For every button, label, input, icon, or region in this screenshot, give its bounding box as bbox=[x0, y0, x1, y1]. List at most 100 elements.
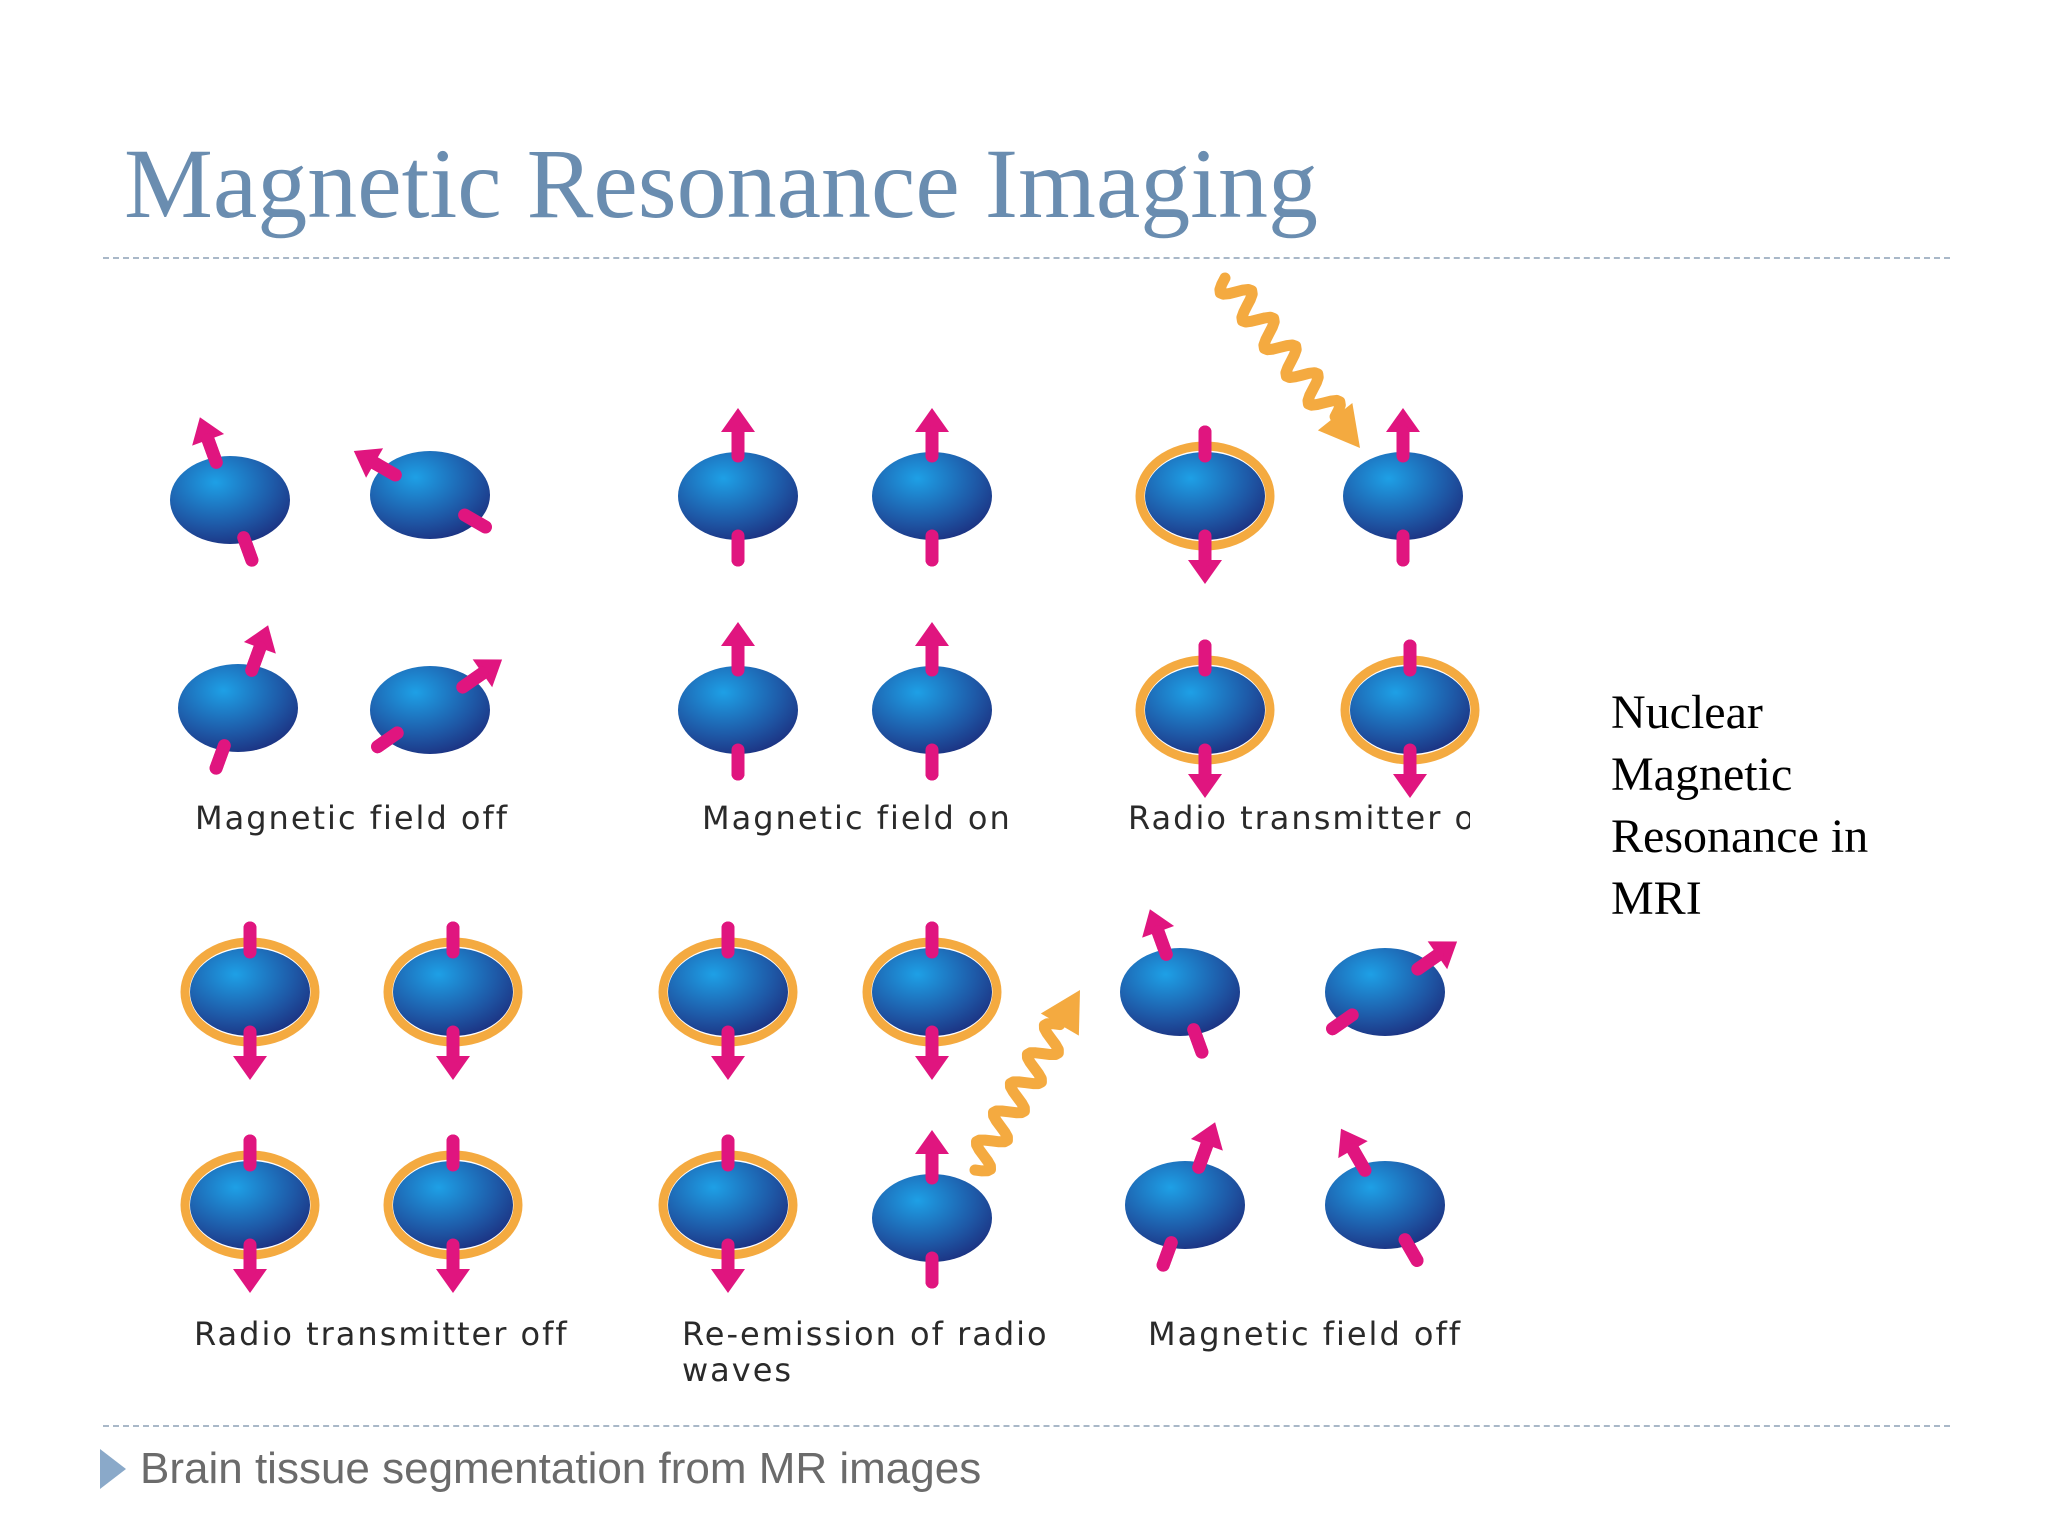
nmr-diagram: Magnetic field off Magnetic field on Rad… bbox=[170, 270, 1510, 1420]
spin-arrowhead-icon bbox=[1188, 774, 1222, 798]
spin-arrowhead-icon bbox=[1142, 909, 1175, 938]
spin-arrowhead-icon bbox=[915, 1130, 949, 1154]
proton-spin bbox=[872, 408, 992, 567]
slide-title: Magnetic Resonance Imaging bbox=[124, 128, 1319, 239]
proton-spin bbox=[872, 1130, 992, 1289]
spin-arrowhead-icon bbox=[436, 1269, 470, 1293]
proton-spin bbox=[1325, 1128, 1445, 1267]
proton-sphere bbox=[190, 948, 310, 1036]
spin-axis-bottom bbox=[1326, 1008, 1359, 1036]
spin-axis-top bbox=[1346, 1143, 1372, 1177]
spin-arrowhead-icon bbox=[721, 622, 755, 646]
panel-label-radio-transmitter-off: Radio transmitter off bbox=[194, 1315, 569, 1353]
panel-label-magnetic-field-on: Magnetic field on bbox=[702, 799, 1012, 837]
proton-spin bbox=[862, 921, 1002, 1080]
proton-spin bbox=[1125, 1122, 1245, 1272]
proton-sphere bbox=[1120, 948, 1240, 1036]
spin-axis-bottom bbox=[1398, 1233, 1424, 1267]
spin-axis-bottom bbox=[1151, 925, 1173, 961]
proton-sphere bbox=[1350, 666, 1470, 754]
proton-spin bbox=[678, 622, 798, 781]
triangle-bullet-icon bbox=[100, 1449, 126, 1489]
spin-arrowhead-icon bbox=[721, 408, 755, 432]
proton-sphere bbox=[872, 666, 992, 754]
proton-spin bbox=[170, 417, 290, 567]
spin-arrowhead-icon bbox=[915, 622, 949, 646]
spin-axis-top bbox=[368, 456, 402, 482]
proton-sphere bbox=[1145, 452, 1265, 540]
proton-spin bbox=[180, 921, 320, 1080]
proton-sphere bbox=[872, 1174, 992, 1262]
proton-spin bbox=[1135, 639, 1275, 798]
spin-arrowhead-icon bbox=[243, 625, 276, 654]
proton-spin bbox=[1325, 941, 1458, 1036]
spin-axis-top bbox=[456, 666, 489, 694]
spin-illustration bbox=[170, 272, 1480, 1293]
spin-axis-bottom bbox=[1192, 1138, 1214, 1174]
proton-sphere bbox=[1325, 1161, 1445, 1249]
incoming-radio-wave bbox=[1214, 272, 1360, 448]
radio-wave bbox=[1214, 272, 1346, 423]
proton-sphere bbox=[190, 1161, 310, 1249]
spin-axis-bottom bbox=[245, 641, 267, 677]
proton-spin bbox=[1340, 639, 1480, 798]
spin-axis-bottom bbox=[371, 726, 404, 754]
proton-sphere bbox=[872, 948, 992, 1036]
spin-arrowhead-icon bbox=[1188, 560, 1222, 584]
bullet-item: Brain tissue segmentation from MR images bbox=[100, 1444, 981, 1494]
spin-axis-top bbox=[1411, 948, 1444, 976]
panel-label-magnetic-field-off: Magnetic field off bbox=[195, 799, 510, 837]
proton-spin bbox=[1343, 408, 1463, 567]
spin-arrowhead-icon bbox=[711, 1269, 745, 1293]
proton-spin bbox=[383, 1134, 523, 1293]
spin-arrowhead-icon bbox=[1190, 1122, 1223, 1151]
proton-sphere bbox=[668, 1161, 788, 1249]
spin-axis-top bbox=[1187, 1023, 1209, 1059]
footer-divider bbox=[103, 1425, 1950, 1427]
proton-sphere bbox=[1343, 452, 1463, 540]
proton-spin bbox=[178, 625, 298, 775]
spin-axis-bottom bbox=[458, 508, 492, 534]
proton-spin bbox=[383, 921, 523, 1080]
spin-axis-top bbox=[209, 739, 231, 775]
spin-arrowhead-icon bbox=[192, 417, 225, 446]
radio-wave bbox=[969, 1018, 1066, 1177]
spin-arrowhead-icon bbox=[711, 1056, 745, 1080]
wave-arrowhead-icon bbox=[1040, 990, 1080, 1036]
spin-axis-top bbox=[237, 531, 259, 567]
proton-sphere bbox=[1145, 666, 1265, 754]
spin-axis-bottom bbox=[201, 433, 223, 469]
proton-spin bbox=[370, 659, 503, 754]
proton-sphere bbox=[1125, 1161, 1245, 1249]
title-divider bbox=[103, 257, 1950, 259]
proton-sphere bbox=[170, 456, 290, 544]
proton-sphere bbox=[678, 452, 798, 540]
panel-label-re-emission: Re-emission of radio waves bbox=[682, 1315, 1049, 1389]
spin-axis-top bbox=[1156, 1236, 1178, 1272]
proton-spin bbox=[1120, 909, 1240, 1059]
proton-sphere bbox=[393, 1161, 513, 1249]
proton-sphere bbox=[393, 948, 513, 1036]
proton-sphere bbox=[678, 666, 798, 754]
proton-sphere bbox=[668, 948, 788, 1036]
proton-spin bbox=[658, 921, 798, 1080]
wave-arrowhead-icon bbox=[1317, 402, 1360, 448]
proton-spin bbox=[1135, 425, 1275, 584]
proton-spin bbox=[180, 1134, 320, 1293]
spin-arrowhead-icon bbox=[436, 1056, 470, 1080]
proton-sphere bbox=[178, 664, 298, 752]
panel-label-radio-transmitter-on: Radio transmitter o bbox=[1128, 800, 1470, 836]
spin-arrowhead-icon bbox=[1393, 774, 1427, 798]
emitted-radio-wave bbox=[969, 990, 1080, 1177]
bullet-text: Brain tissue segmentation from MR images bbox=[140, 1444, 982, 1493]
spin-arrowhead-icon bbox=[1386, 408, 1420, 432]
proton-spin bbox=[678, 408, 798, 567]
proton-sphere bbox=[872, 452, 992, 540]
side-caption: Nuclear Magnetic Resonance in MRI bbox=[1611, 686, 1869, 925]
proton-spin bbox=[658, 1134, 798, 1293]
spin-arrowhead-icon bbox=[915, 1056, 949, 1080]
spin-arrowhead-icon bbox=[915, 408, 949, 432]
spin-arrowhead-icon bbox=[233, 1269, 267, 1293]
spin-arrowhead-icon bbox=[233, 1056, 267, 1080]
panel-label-magnetic-field-off-2: Magnetic field off bbox=[1148, 1315, 1463, 1353]
